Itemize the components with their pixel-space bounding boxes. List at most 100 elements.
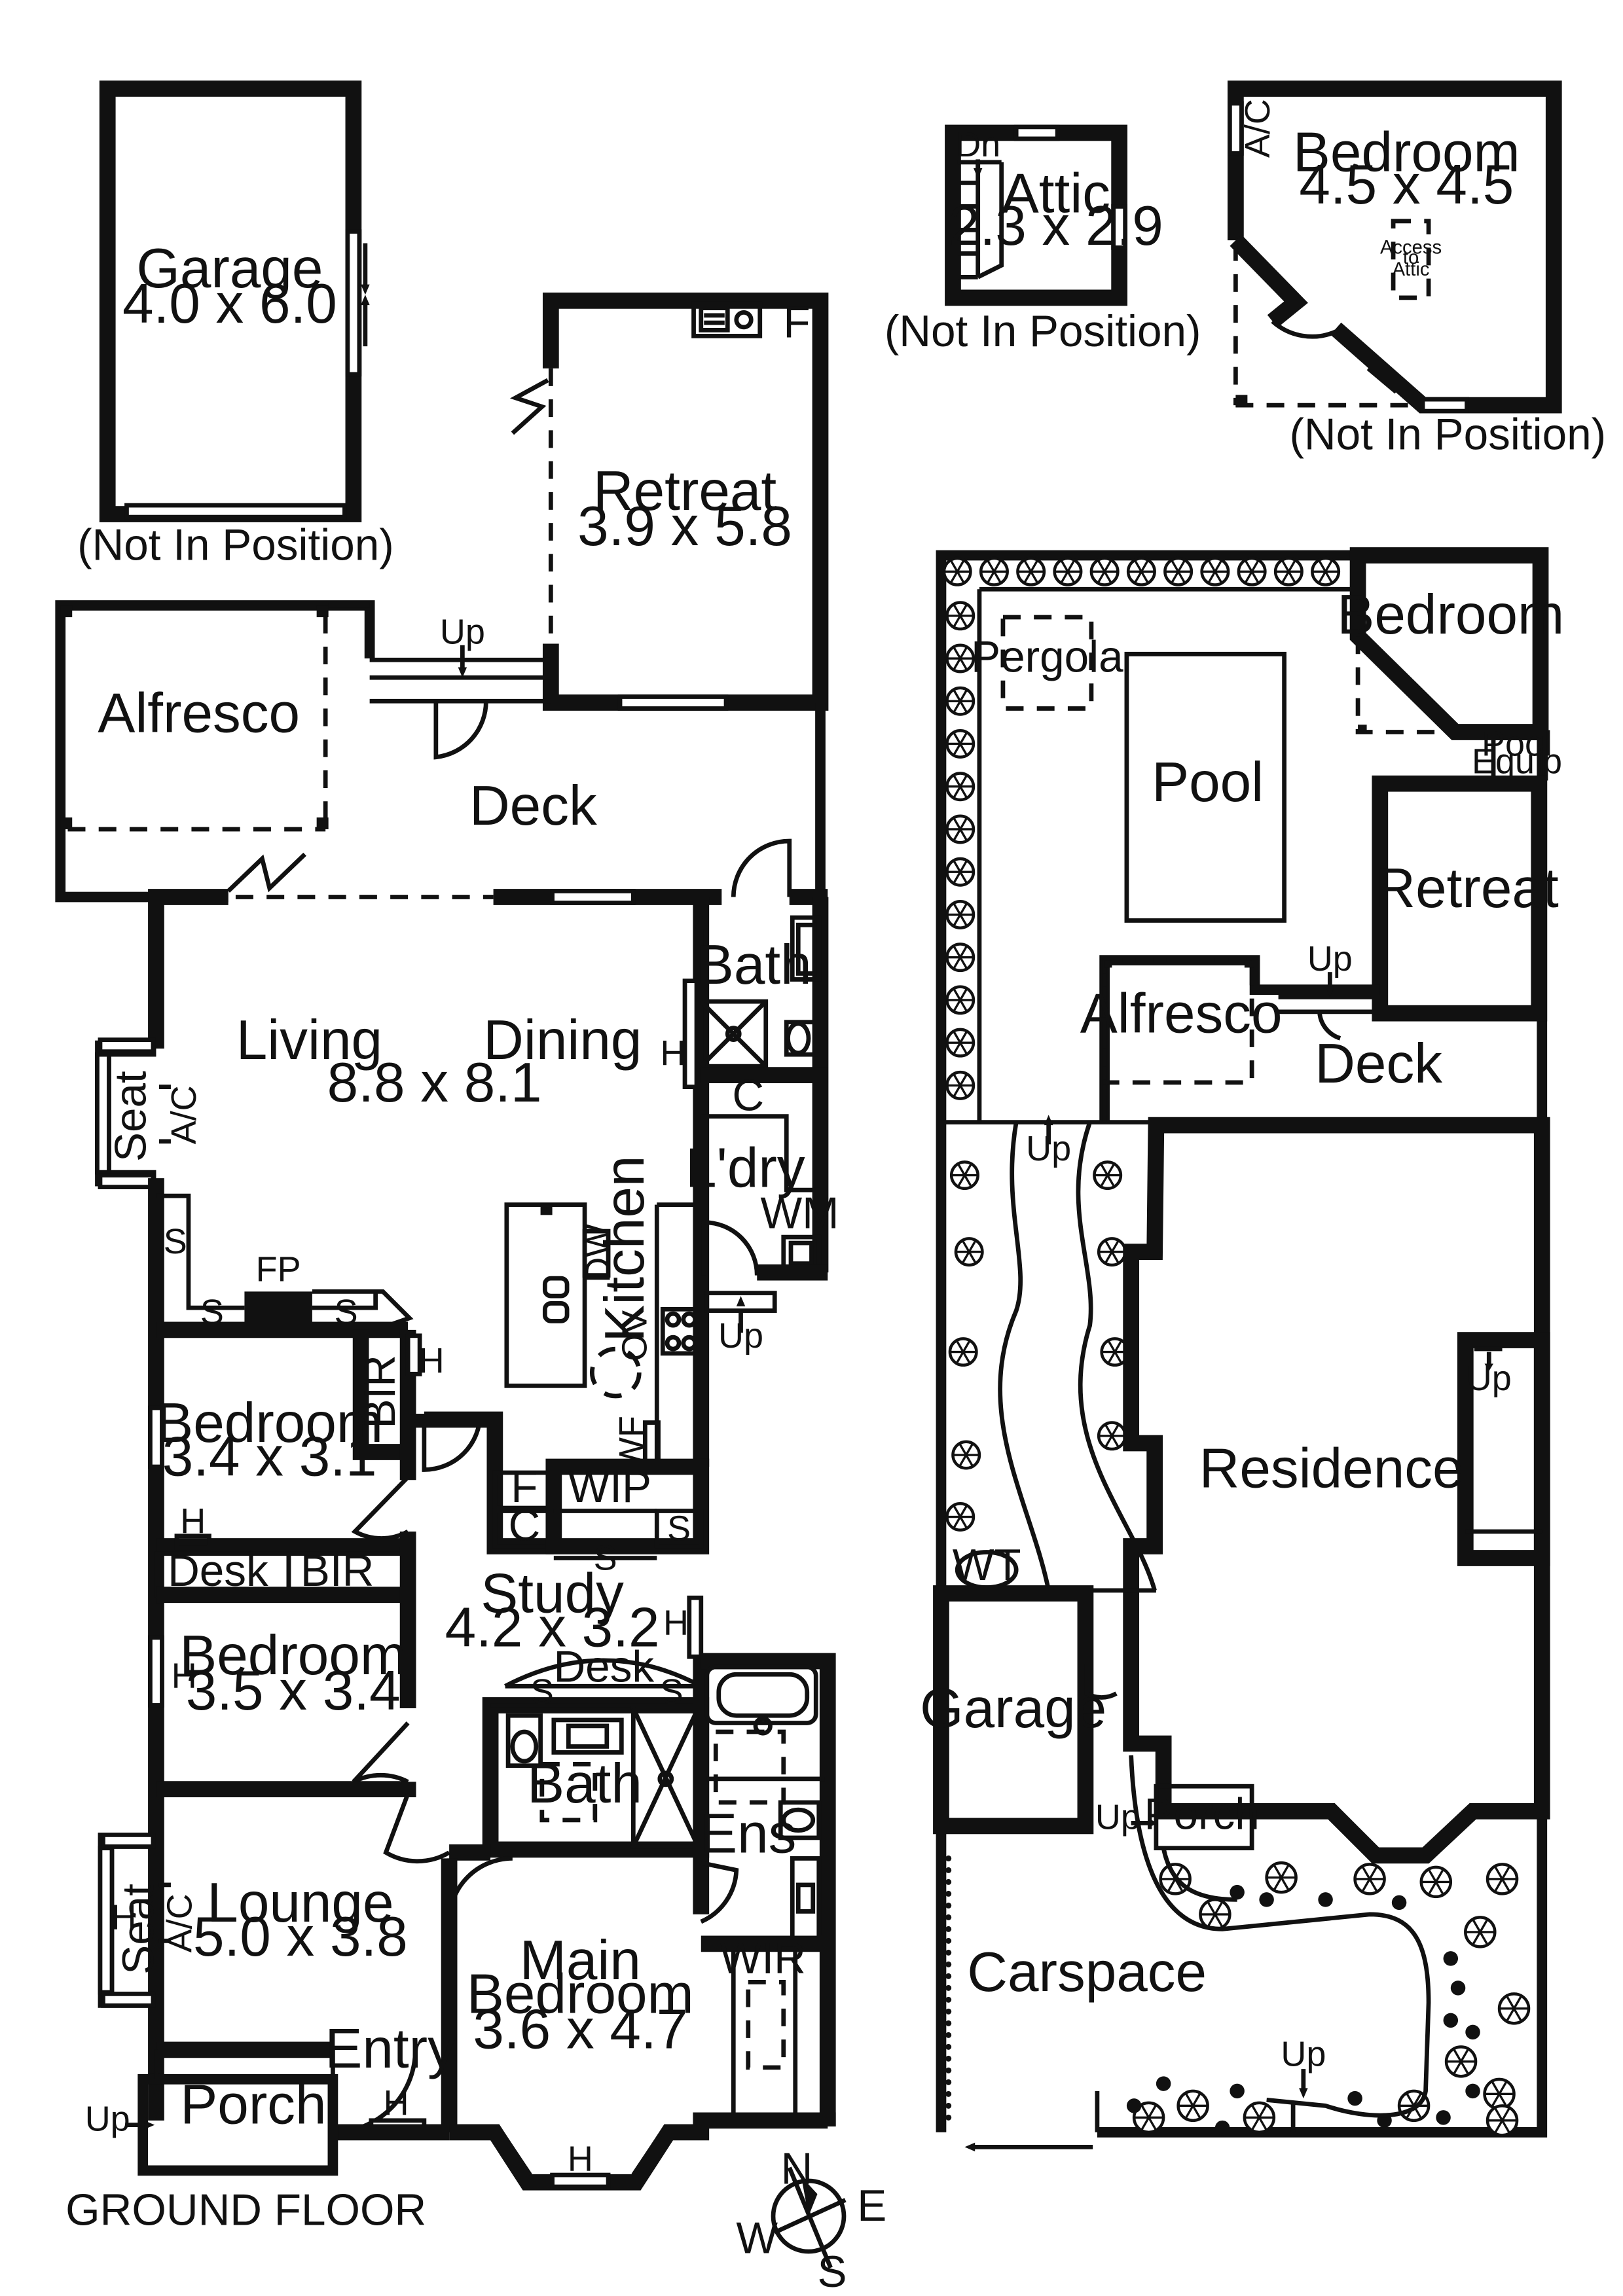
tree-icon — [945, 1502, 976, 1532]
shrub-icon — [1318, 1892, 1333, 1907]
lounge-seat-label: Seat — [114, 1884, 163, 1975]
shrub-icon — [1230, 1884, 1245, 1900]
tree-icon — [1419, 1865, 1453, 1899]
compass: N E S W — [736, 2145, 886, 2296]
upper-bedroom-size: 4.5 x 4.5 — [1299, 154, 1514, 216]
tree-icon — [945, 643, 976, 673]
driveway-path — [1129, 1755, 1431, 2118]
wip-shelf-label: S — [594, 1538, 617, 1577]
retreat-block: F Retreat 3.9 x 5.8 Up — [369, 293, 829, 760]
shrub-icon — [1391, 1895, 1407, 1910]
compass-e: E — [857, 2181, 886, 2231]
attic-label: Attic — [1002, 162, 1110, 224]
residence — [1123, 1117, 1550, 1864]
living-label: Living — [236, 1009, 382, 1071]
dining-window — [550, 889, 636, 905]
bedroom1-robe-wall — [352, 1329, 409, 1460]
tree-icon — [1273, 556, 1304, 586]
hedge-icon — [945, 2102, 952, 2109]
tree-icon — [945, 942, 976, 973]
residence-porch-east — [1457, 1332, 1550, 1566]
alfresco-deck: Alfresco Deck — [55, 600, 826, 903]
tree-icon — [948, 1337, 978, 1367]
laundry-step: Up — [718, 1316, 763, 1355]
lounge-size: 5.0 x 3.8 — [193, 1906, 408, 1968]
shrub-icon — [1443, 1951, 1459, 1966]
upper-bedroom-block: A/C Bedroom 4.5 x 4.5 Access to Attic (N… — [1227, 81, 1606, 459]
tree-icon — [949, 1160, 979, 1191]
study-desk-label: Desk — [553, 1642, 654, 1691]
site-garage-label: Garage — [920, 1677, 1106, 1740]
tree-icon — [1265, 1861, 1298, 1894]
tree-icon — [951, 1440, 981, 1470]
compass-n: N — [781, 2145, 813, 2194]
lounge-label: Lounge — [207, 1872, 393, 1934]
hedge-icon — [945, 1984, 952, 1991]
upper-bedroom-ac: A/C — [1238, 99, 1277, 158]
pool-equip-label-2: Equip — [1472, 742, 1562, 781]
tree-icon — [945, 686, 976, 716]
tree-icon — [1097, 1421, 1127, 1451]
site-plan: Pergola Pool Bedroom Pool Equip Retreat … — [920, 547, 1564, 2152]
site-retreat-label: Retreat — [1375, 857, 1559, 920]
site-porch-label: Porch — [1144, 1789, 1260, 1839]
hedge-icon — [945, 1973, 952, 1979]
ground-floor-caption: GROUND FLOOR — [65, 2186, 426, 2235]
residence-label: Residence — [1199, 1438, 1464, 1500]
retreat-walls — [542, 293, 829, 711]
hedge-icon — [945, 1878, 952, 1885]
upper-bedroom-label: Bedroom — [1293, 121, 1520, 183]
hedge-icon — [945, 1902, 952, 1909]
attic-access-2: to — [1403, 247, 1419, 268]
kitchen-label: Kitchen — [594, 1156, 656, 1342]
site-bedroom — [1349, 547, 1549, 740]
wip-f-label: F — [511, 1463, 538, 1512]
site-alfresco-label: Alfresco — [1080, 982, 1283, 1045]
tree-icon — [942, 556, 972, 586]
carspace-label: Carspace — [967, 1941, 1207, 2003]
hedge-icon — [945, 2055, 952, 2062]
site-alfresco — [1102, 958, 1254, 1085]
hedge-icon — [945, 2067, 952, 2073]
hedge-icon — [945, 1855, 952, 1861]
tree-icon — [979, 556, 1009, 586]
driveway-step: Up — [1281, 2035, 1326, 2074]
garage-block: Garage 4.0 x 6.0 (Not In Position) — [77, 81, 394, 569]
site-garage-door — [1084, 1664, 1118, 1700]
living-size: 8.8 x 8.1 — [327, 1052, 542, 1114]
living-ac-label: A/C — [164, 1085, 204, 1144]
tree-icon — [945, 857, 976, 887]
attic-stair-label: Dn — [955, 125, 1000, 164]
shrub-icon — [1214, 2120, 1230, 2136]
shrub-icon — [1443, 2013, 1459, 2028]
hedge-icon — [945, 1996, 952, 2003]
porch-label: Porch — [180, 2073, 326, 2136]
tree-icon — [1016, 556, 1046, 586]
study-desk — [504, 1658, 702, 1689]
living-north-west-wall — [148, 889, 228, 1049]
porch-step: Up — [85, 2100, 130, 2139]
tree-icon — [1483, 2077, 1516, 2111]
bedroom1-heater-2: H — [180, 1501, 206, 1541]
tree-icon — [1176, 2089, 1209, 2123]
hall-door — [383, 1793, 450, 1864]
lower-bath-s2: S — [660, 1672, 684, 1712]
tree-icon — [1486, 1863, 1519, 1895]
site-garage — [933, 1585, 1094, 1835]
living-seat-label: Seat — [107, 1071, 156, 1162]
hedge-icon — [945, 2032, 952, 2038]
site-deck-door — [1317, 1013, 1341, 1041]
upper-bedroom-note: (Not In Position) — [1289, 410, 1606, 459]
site-bedroom-label: Bedroom — [1337, 584, 1564, 646]
tree-icon — [945, 899, 976, 929]
bedroom2-door — [352, 1721, 410, 1784]
upper-bath-heater: H — [661, 1033, 686, 1073]
ensuite-door — [700, 1860, 739, 1924]
deck-label: Deck — [469, 775, 597, 837]
bedroom2-label: Bedroom — [179, 1624, 407, 1687]
hedge-icon — [945, 2090, 952, 2097]
alfresco-label: Alfresco — [98, 683, 300, 745]
retreat-fridge: F — [783, 298, 810, 348]
attic-block: Dn Attic 2.3 x 2.9 (Not In Position) — [884, 124, 1201, 356]
site-porch — [1154, 1784, 1254, 1851]
